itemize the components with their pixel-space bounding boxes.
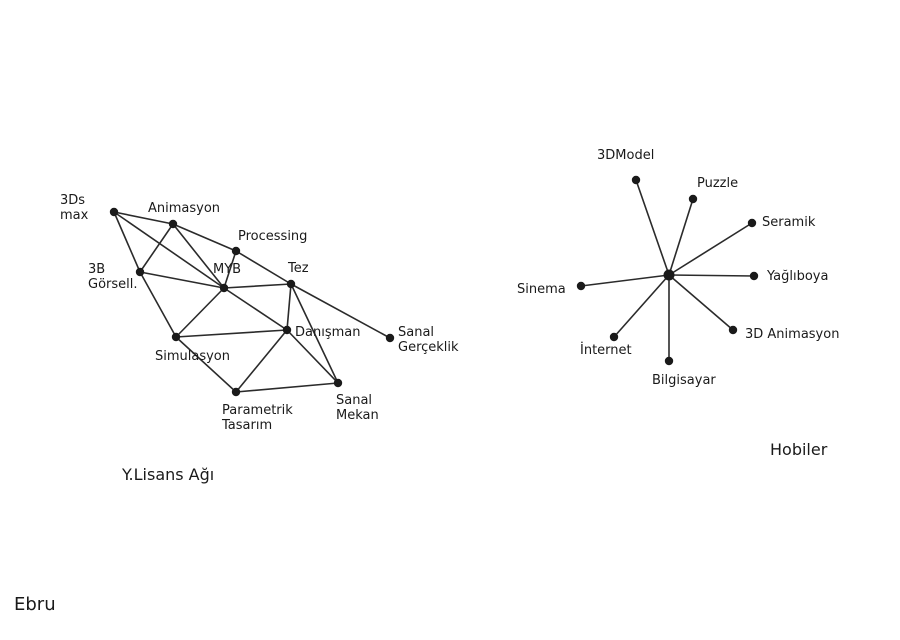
node-label-h3da: 3D Animasyon	[745, 327, 839, 342]
node-label-hint: İnternet	[580, 342, 632, 358]
node-layer	[109, 175, 759, 397]
signature: Ebru	[14, 594, 56, 615]
node-hbil	[664, 356, 674, 366]
node-hyag	[749, 271, 759, 281]
edge-hc-hser	[668, 222, 753, 276]
node-label-hyag: Yağlıboya	[766, 269, 828, 284]
node-label-ntez: Tez	[287, 261, 309, 276]
node-h3da	[728, 325, 738, 335]
node-label-nproc: Processing	[238, 229, 307, 244]
edge-nmyb-nsim	[175, 287, 225, 338]
node-label-nanim: Animasyon	[148, 201, 220, 216]
edge-nsim-ndan	[175, 329, 288, 338]
node-npar	[231, 387, 241, 397]
edge-nsim-npar	[175, 336, 237, 393]
node-nanim	[168, 219, 178, 229]
node-label-hser: Seramik	[762, 215, 816, 230]
node-label-h3dm: 3DModel	[597, 148, 654, 163]
node-hpuz	[688, 194, 698, 204]
edge-ntez-ndan	[286, 283, 292, 331]
node-nsm	[333, 378, 343, 388]
node-label-nmyb: MYB	[213, 262, 241, 277]
edge-nproc-ntez	[235, 250, 292, 285]
node-label-hsin: Sinema	[517, 282, 566, 297]
edge-n3ds-nmyb	[113, 211, 225, 289]
edge-hc-hyag	[668, 274, 755, 277]
node-hc	[663, 269, 675, 281]
edge-nproc-nmyb	[223, 250, 237, 289]
edge-ndan-nsm	[286, 329, 339, 384]
edge-ndan-npar	[235, 329, 288, 393]
network-caption-hobiler: Hobiler	[770, 440, 828, 459]
edge-nmyb-ndan	[223, 287, 288, 331]
edge-ntez-nsm	[290, 283, 339, 384]
node-nsim	[171, 332, 181, 342]
edge-n3ds-nanim	[113, 211, 174, 225]
node-nproc	[231, 246, 241, 256]
edge-nmyb-ntez	[223, 283, 292, 289]
node-nmyb	[219, 283, 229, 293]
edge-hc-hsin	[580, 274, 670, 287]
edge-n3b-nsim	[139, 271, 177, 338]
edge-hc-hint	[613, 274, 670, 338]
node-hint	[609, 332, 619, 342]
edge-nanim-nproc	[172, 223, 237, 252]
edge-ntez-nsg	[290, 283, 391, 339]
node-label-hbil: Bilgisayar	[652, 373, 716, 388]
node-nsg	[385, 333, 395, 343]
edge-n3ds-n3b	[113, 211, 141, 273]
node-ndan	[282, 325, 292, 335]
network-caption-ylisans: Y.Lisans Ağı	[121, 465, 214, 484]
edge-n3b-nmyb	[139, 271, 225, 289]
node-label-nsim: Simulasyon	[155, 349, 230, 364]
node-h3dm	[631, 175, 641, 185]
edge-layer	[113, 179, 755, 393]
edge-npar-nsm	[235, 382, 339, 393]
node-ntez	[286, 279, 296, 289]
node-n3ds	[109, 207, 119, 217]
node-label-hpuz: Puzzle	[697, 176, 738, 191]
node-n3b	[135, 267, 145, 277]
edge-nanim-nmyb	[172, 223, 225, 289]
node-hsin	[576, 281, 586, 291]
edge-nanim-n3b	[139, 223, 174, 273]
edge-hc-hpuz	[668, 198, 694, 276]
edge-hc-h3da	[668, 274, 734, 331]
edge-hc-h3dm	[635, 179, 670, 276]
node-hser	[747, 218, 757, 228]
node-label-ndan: Danışman	[295, 325, 360, 340]
